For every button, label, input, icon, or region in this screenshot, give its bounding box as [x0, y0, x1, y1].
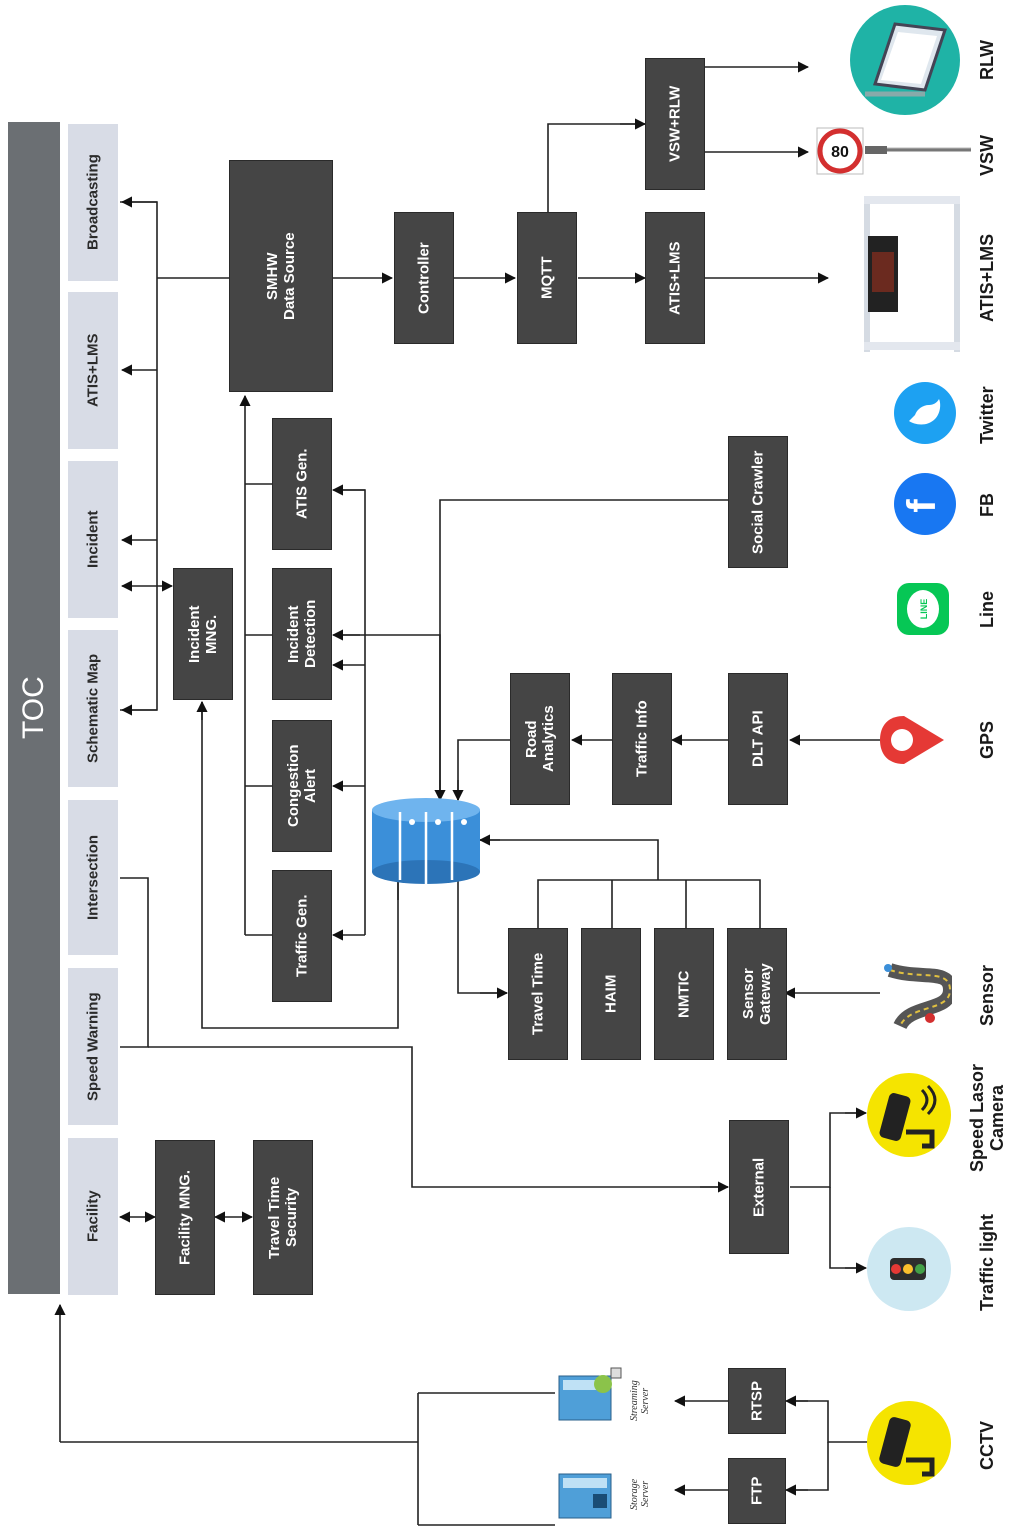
module-broadcasting[interactable]: Broadcasting	[68, 124, 118, 281]
module-facility[interactable]: Facility	[68, 1138, 118, 1295]
atis-lms-device-label: ATIS+LMS	[973, 218, 1003, 338]
module-incident[interactable]: Incident	[68, 461, 118, 618]
vsw-rlw-box[interactable]: VSW+RLW	[645, 58, 705, 190]
road-analytics-label: Road Analytics	[523, 706, 558, 773]
module-facility-label: Facility	[85, 1191, 102, 1243]
congestion-alert-label: Congestion Alert	[285, 745, 320, 828]
dlt-api-label: DLT API	[749, 711, 766, 768]
module-speed-warning[interactable]: Speed Warning	[68, 968, 118, 1125]
incident-detection-box[interactable]: Incident Detection	[272, 568, 332, 700]
traffic-info-box[interactable]: Traffic Info	[612, 673, 672, 805]
line-app-icon: LINE	[896, 582, 950, 636]
controller-label: Controller	[415, 242, 432, 314]
database-icon	[372, 798, 480, 884]
module-atis-lms-label: ATIS+LMS	[85, 334, 102, 407]
twitter-icon	[893, 381, 957, 445]
haim-box[interactable]: HAIM	[581, 928, 641, 1060]
speed-camera-icon	[866, 1072, 952, 1158]
facebook-icon: f	[893, 472, 957, 536]
atis-lms-out-label: ATIS+LMS	[666, 241, 683, 314]
traffic-gen-box[interactable]: Traffic Gen.	[272, 870, 332, 1002]
laptop-icon	[845, 4, 965, 116]
toc-bar: TOC	[8, 122, 60, 1294]
storage-server-label: Storage Server	[620, 1462, 660, 1526]
sensor-gateway-box[interactable]: Sensor Gateway	[727, 928, 787, 1060]
atis-lms-out-box[interactable]: ATIS+LMS	[645, 212, 705, 344]
incident-mng-label: Incident MNG.	[186, 605, 221, 663]
sensor-gateway-label: Sensor Gateway	[740, 963, 775, 1025]
facility-mng-box[interactable]: Facility MNG.	[155, 1140, 215, 1295]
line-logo-text: LINE	[919, 599, 929, 620]
dlt-api-box[interactable]: DLT API	[728, 673, 788, 805]
incident-mng-box[interactable]: Incident MNG.	[173, 568, 233, 700]
controller-box[interactable]: Controller	[394, 212, 454, 344]
social-crawler-box[interactable]: Social Crawler	[728, 436, 788, 568]
message-sign-gantry-icon	[862, 192, 962, 357]
module-schematic-map[interactable]: Schematic Map	[68, 630, 118, 787]
rlw-label: RLW	[973, 20, 1003, 100]
travel-time-security-box[interactable]: Travel Time Security	[253, 1140, 313, 1295]
smhw-box[interactable]: SMHW Data Source	[229, 160, 333, 392]
mqtt-box[interactable]: MQTT	[517, 212, 577, 344]
facility-mng-label: Facility MNG.	[176, 1170, 193, 1265]
atis-gen-box[interactable]: ATIS Gen.	[272, 418, 332, 550]
rtsp-box[interactable]: RTSP	[728, 1368, 786, 1434]
traffic-light-label: Traffic light	[973, 1200, 1003, 1324]
travel-time-security-label: Travel Time Security	[266, 1176, 301, 1258]
nmtic-label: NMTIC	[675, 970, 692, 1018]
vsw-label: VSW	[973, 115, 1003, 195]
speed-sign-value: 80	[831, 144, 849, 161]
location-pin-icon	[878, 712, 946, 768]
fb-label: FB	[973, 480, 1003, 530]
smhw-label: SMHW Data Source	[264, 232, 299, 320]
atis-gen-label: ATIS Gen.	[293, 449, 310, 520]
toc-title: TOC	[17, 677, 51, 740]
social-crawler-label: Social Crawler	[749, 450, 766, 553]
module-schematic-map-label: Schematic Map	[85, 654, 102, 763]
facebook-logo-letter: f	[900, 499, 944, 513]
module-intersection[interactable]: Intersection	[68, 800, 118, 955]
module-speed-warning-label: Speed Warning	[85, 992, 102, 1101]
rtsp-label: RTSP	[748, 1381, 765, 1421]
gps-label: GPS	[973, 712, 1003, 768]
travel-time-label: Travel Time	[529, 953, 546, 1035]
nmtic-box[interactable]: NMTIC	[654, 928, 714, 1060]
speed-laser-camera-label: Speed Lasor Camera	[962, 1056, 1014, 1180]
twitter-label: Twitter	[973, 370, 1003, 460]
traffic-light-icon	[866, 1226, 952, 1312]
storage-server-icon	[553, 1464, 623, 1524]
travel-time-box[interactable]: Travel Time	[508, 928, 568, 1060]
module-intersection-label: Intersection	[85, 835, 102, 920]
ftp-label: FTP	[748, 1477, 765, 1505]
cctv-camera-icon	[866, 1400, 952, 1486]
module-broadcasting-label: Broadcasting	[85, 155, 102, 251]
incident-detection-label: Incident Detection	[285, 600, 320, 668]
haim-label: HAIM	[602, 975, 619, 1013]
module-atis-lms[interactable]: ATIS+LMS	[68, 292, 118, 449]
external-label: External	[750, 1157, 767, 1216]
road-analytics-box[interactable]: Road Analytics	[510, 673, 570, 805]
traffic-gen-label: Traffic Gen.	[293, 895, 310, 978]
vsw-rlw-label: VSW+RLW	[666, 86, 683, 162]
external-box[interactable]: External	[729, 1120, 789, 1254]
streaming-server-icon	[553, 1366, 623, 1426]
traffic-info-label: Traffic Info	[633, 701, 650, 778]
sensor-label: Sensor	[973, 955, 1003, 1035]
streaming-server-label: Streaming Server	[620, 1364, 660, 1438]
line-label: Line	[973, 580, 1003, 638]
mqtt-label: MQTT	[538, 257, 555, 300]
congestion-alert-box[interactable]: Congestion Alert	[272, 720, 332, 852]
speed-limit-sign-icon: 80	[815, 126, 973, 176]
module-incident-label: Incident	[85, 511, 102, 569]
cctv-label: CCTV	[973, 1414, 1003, 1478]
road-sensor-icon	[880, 960, 952, 1032]
ftp-box[interactable]: FTP	[728, 1458, 786, 1524]
